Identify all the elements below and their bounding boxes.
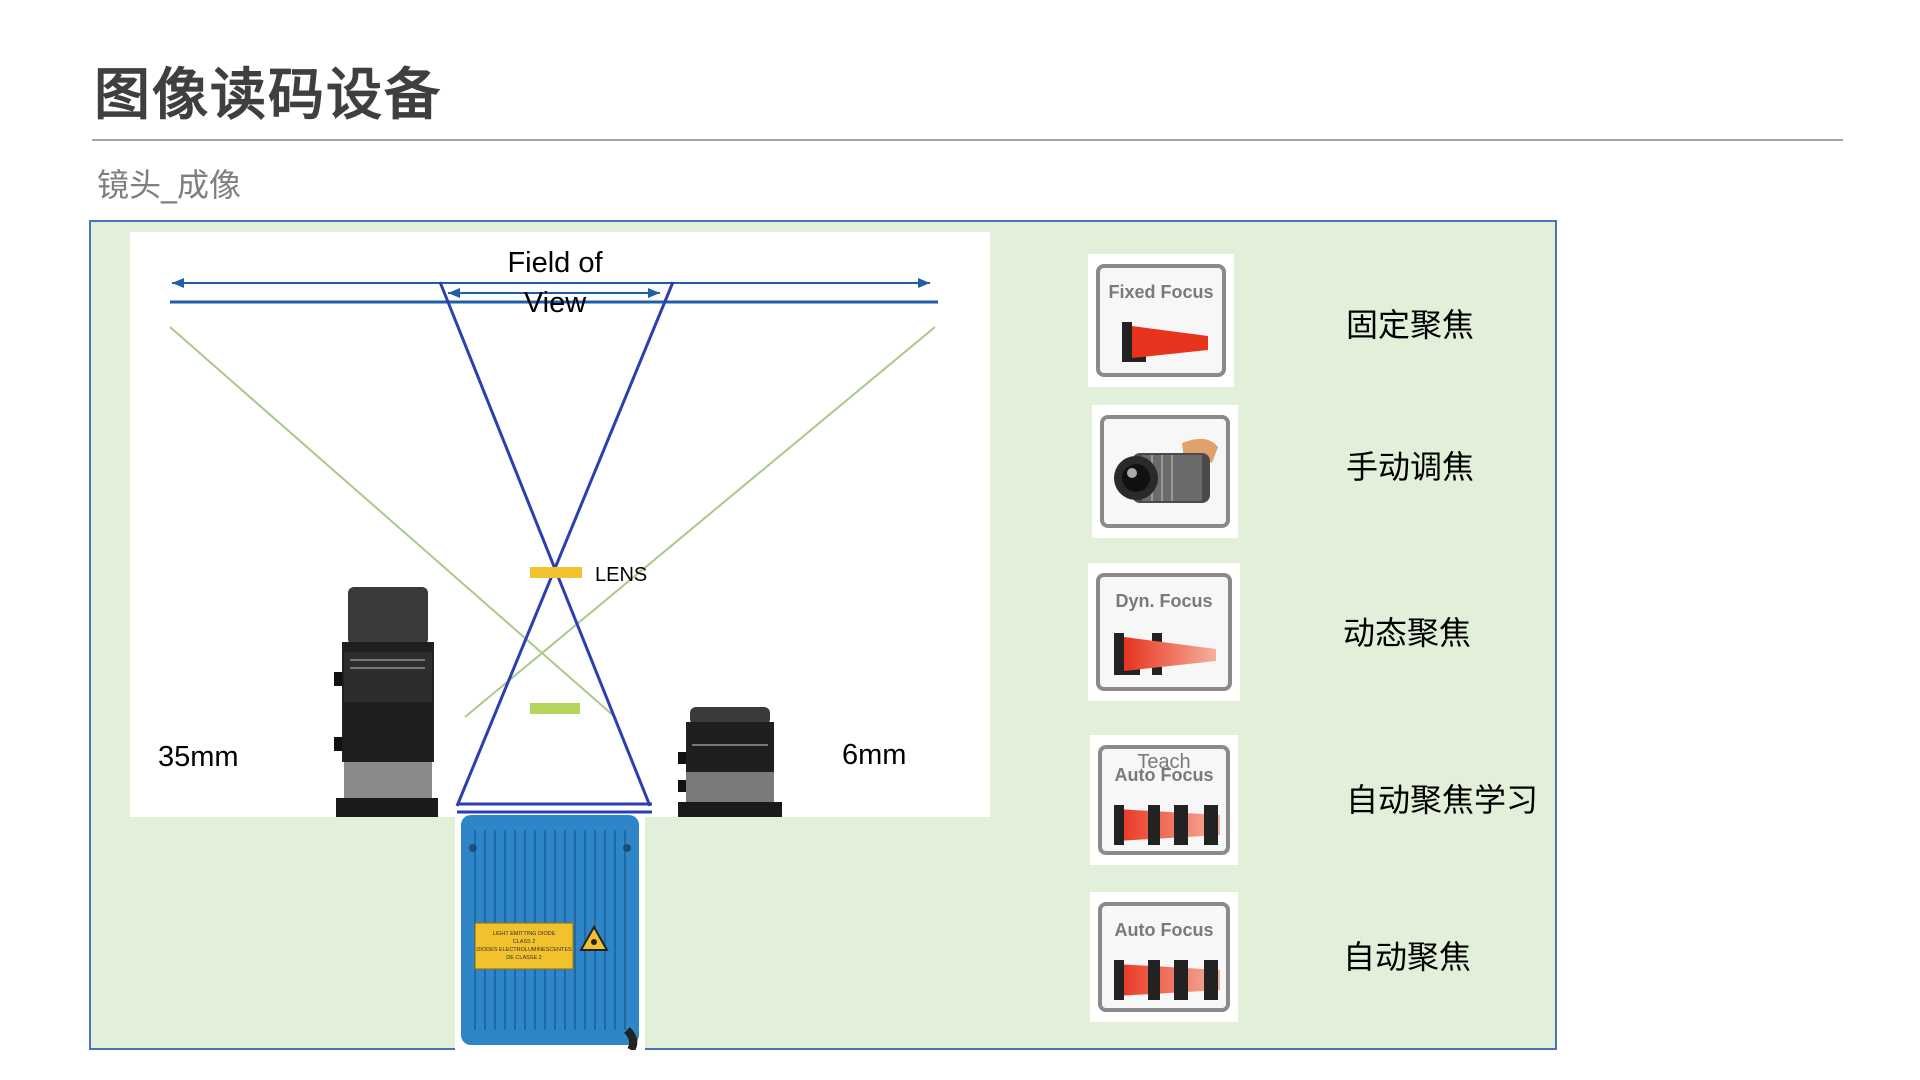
dynamic-focus-caption: Dyn. Focus: [1115, 591, 1213, 611]
title-divider: [92, 139, 1843, 141]
auto-focus-label: 自动聚焦: [1343, 938, 1472, 976]
scanner-warning-line-1: LIGHT EMITTING DIODE: [493, 931, 556, 937]
lens-6mm-image: [678, 707, 782, 817]
dynamic-focus-icon: Dyn. Focus: [1088, 563, 1240, 701]
teach-auto-focus-icon: Teach Auto Focus: [1090, 735, 1238, 865]
narrow-view-line-right: [455, 281, 675, 807]
wide-view-line-left: [169, 326, 616, 718]
dynamic-focus-label: 动态聚焦: [1343, 614, 1472, 652]
fixed-focus-icon: Fixed Focus: [1088, 254, 1234, 387]
scanner-warning-line-3: DIODES ELECTROLUMINESCENTES: [476, 947, 572, 953]
fov-label-line1: Field of: [507, 247, 603, 279]
field-of-view-diagram: Field of View LENS 35mm 6mm: [130, 232, 990, 817]
fixed-focus-label: 固定聚焦: [1346, 306, 1475, 344]
lens-35mm-image: [334, 587, 438, 817]
page-subtitle: 镜头_成像: [97, 166, 242, 204]
scanner-warning-line-2: CLASS 2: [513, 939, 536, 945]
fixed-focus-caption: Fixed Focus: [1108, 282, 1214, 302]
focus-point-marker: [530, 703, 580, 714]
manual-focus-label: 手动调焦: [1346, 448, 1475, 486]
auto-focus-icon: Auto Focus: [1090, 892, 1238, 1022]
wide-view-line-right: [464, 326, 936, 718]
manual-focus-icon: [1092, 405, 1238, 538]
narrow-view-line-left: [438, 281, 652, 807]
fov-label-line2: View: [524, 287, 587, 319]
teach-caption: Teach: [1137, 751, 1191, 773]
teach-auto-focus-label: 自动聚焦学习: [1346, 781, 1539, 819]
scanner-device-image: LIGHT EMITTING DIODE CLASS 2 DIODES ELEC…: [455, 815, 645, 1053]
right-lens-label: 6mm: [842, 739, 906, 771]
auto-focus-caption: Auto Focus: [1114, 920, 1214, 940]
scanner-warning-line-4: DE CLASSE 2: [506, 955, 541, 961]
laser-warning-icon: [579, 924, 609, 951]
lens-marker: [530, 567, 582, 578]
lens-label: LENS: [595, 564, 647, 586]
page-title: 图像读码设备: [94, 63, 442, 128]
left-lens-label: 35mm: [158, 741, 239, 773]
teach-auto-focus-caption: Auto Focus: [1114, 765, 1214, 785]
